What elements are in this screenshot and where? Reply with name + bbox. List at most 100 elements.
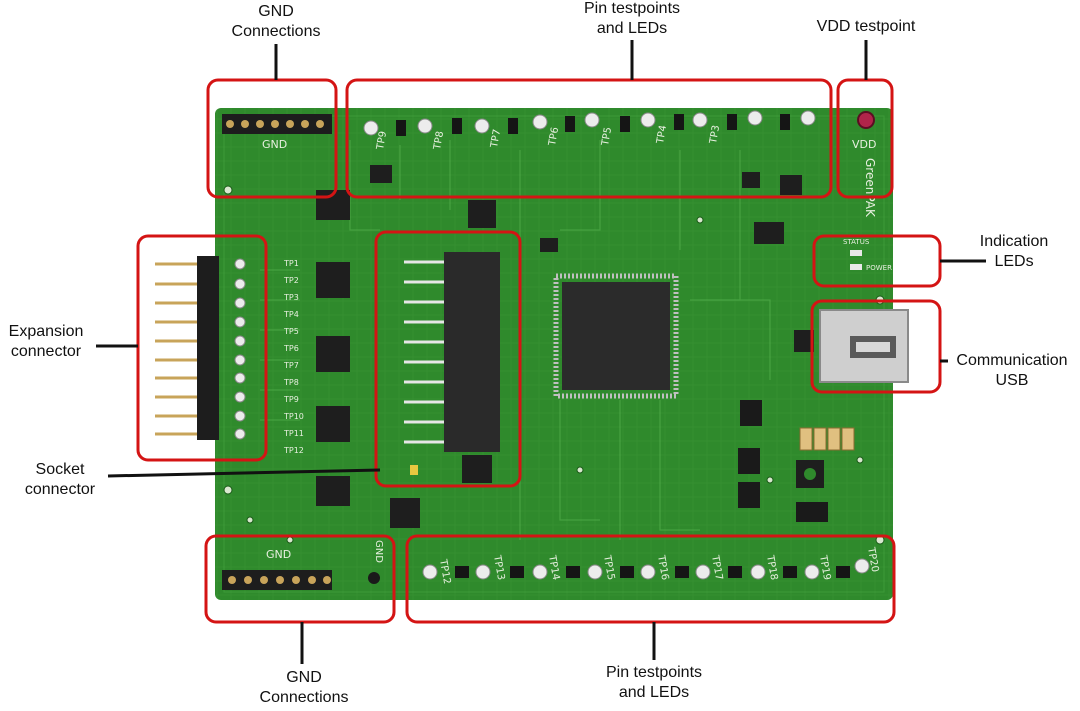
tp-label: TP10 [283, 412, 304, 421]
label-line: and LEDs [596, 20, 668, 37]
socket-pins [404, 260, 444, 444]
label-indication-leds: Indication LEDs [960, 232, 1068, 272]
socket-capacitor [410, 465, 418, 475]
tp-label: TP5 [283, 327, 299, 336]
label-line: VDD testpoint [816, 18, 916, 35]
tp-label: TP11 [283, 429, 304, 438]
capacitor-bank [799, 427, 855, 451]
usb-tongue [856, 342, 890, 352]
label-line: and LEDs [618, 684, 690, 701]
tp-label: TP9 [375, 130, 389, 151]
main-mcu [390, 200, 784, 528]
callout-box-expansion [136, 234, 268, 462]
silk-gnd-top: GND [262, 138, 287, 151]
gnd-header-bottom: GND GND [222, 540, 384, 590]
gnd-header-top: GND [222, 114, 332, 151]
gnd-side-pad [368, 572, 380, 584]
tp-label: TP14 [546, 554, 561, 581]
upper-ic [468, 200, 496, 228]
label-line: LEDs [994, 253, 1034, 270]
indication-leds: STATUS POWER [843, 238, 892, 272]
expansion-connector-pins [155, 262, 197, 436]
tp-label: TP12 [437, 558, 452, 585]
silk-vdd: VDD [852, 138, 876, 151]
vdd-testpoint: VDD GreenPAK [852, 111, 877, 218]
usb-connector [794, 309, 909, 383]
tp-label: TP13 [491, 554, 506, 581]
label-gnd-connections-bottom: GND Connections [234, 668, 374, 708]
silk-power: POWER [866, 264, 892, 272]
label-pin-testpoints-top: Pin testpoints and LEDs [560, 0, 704, 39]
power-led [850, 264, 862, 270]
top-testpoint-pads [363, 110, 816, 136]
left-ic-column [316, 190, 350, 506]
label-line: GND [286, 669, 322, 686]
socket-side-ic [462, 455, 492, 483]
tp-label: TP3 [708, 124, 722, 145]
silk-brand: GreenPAK [863, 158, 877, 218]
bottom-led-row [455, 566, 850, 578]
label-line: Socket [35, 461, 85, 478]
callout-box-usb [810, 299, 942, 394]
label-socket-connector: Socket connector [12, 460, 108, 500]
right-upper-ic [754, 222, 784, 244]
expansion-connector-body [197, 256, 219, 440]
tp-label: TP16 [655, 554, 670, 581]
tp-label: TP8 [432, 130, 446, 151]
upper-small-ic [540, 238, 558, 252]
label-vdd-testpoint: VDD testpoint [796, 17, 936, 37]
silk-status: STATUS [843, 238, 870, 246]
expansion-pads [234, 258, 246, 440]
tp-label: TP19 [817, 554, 832, 581]
tp-label: TP6 [547, 126, 561, 147]
gnd-header-top-pins [226, 120, 324, 128]
bottom-testpoints: TP12 TP13 TP14 TP15 TP16 TP17 TP18 TP19 … [422, 546, 880, 585]
label-line: USB [995, 372, 1029, 389]
status-led [850, 250, 862, 256]
tp-label: TP18 [764, 554, 779, 581]
left-tp-labels: TP1 TP2 TP3 TP4 TP5 TP6 TP7 TP8 TP9 TP10… [283, 259, 304, 455]
label-line: connector [10, 343, 82, 360]
label-line: Pin testpoints [583, 0, 681, 17]
top-led-row [396, 114, 790, 136]
tp-label: TP7 [283, 361, 299, 370]
lower-ic [390, 498, 420, 528]
tp-label: TP20 [865, 546, 880, 573]
silk-gnd-bottom: GND [266, 548, 291, 561]
top-testpoints: TP9 TP8 TP7 TP6 TP5 TP4 TP3 [363, 110, 816, 195]
tp-label: TP17 [709, 554, 724, 581]
jumper-headers [738, 400, 828, 522]
label-line: Connections [231, 23, 321, 40]
lower-right-components [738, 400, 855, 522]
tp-label: TP6 [283, 344, 299, 353]
tp-label: TP4 [655, 124, 669, 145]
label-communication-usb: Communication USB [944, 351, 1080, 391]
label-line: Connections [259, 689, 349, 706]
tp-label: TP4 [283, 310, 299, 319]
callout-box-socket [374, 230, 522, 488]
top-small-ics [370, 165, 802, 195]
label-gnd-connections-top: GND Connections [206, 2, 346, 42]
tp-label: TP5 [600, 126, 614, 147]
tp-label: TP15 [601, 554, 616, 581]
label-line: Communication [956, 352, 1068, 369]
label-line: Pin testpoints [605, 664, 703, 681]
callout-box-gnd-top [206, 78, 338, 199]
label-line: connector [24, 481, 96, 498]
pcb-trace-lines [260, 140, 771, 540]
mcu-leads [553, 273, 679, 399]
top-tp-labels: TP9 TP8 TP7 TP6 TP5 TP4 TP3 [375, 124, 722, 151]
socket-body [444, 252, 500, 452]
callout-box-pins-bottom [405, 534, 896, 624]
mcu-package [562, 282, 670, 390]
leader-socket [107, 468, 381, 478]
label-line: Indication [979, 233, 1049, 250]
label-line: Expansion [8, 323, 84, 340]
usb-side-ic [794, 330, 814, 352]
tp-label: TP1 [283, 259, 299, 268]
gnd-header-bottom-pins [228, 576, 331, 584]
inductor-mark [804, 468, 816, 480]
tp-label: TP8 [283, 378, 299, 387]
label-line: GND [258, 3, 294, 20]
